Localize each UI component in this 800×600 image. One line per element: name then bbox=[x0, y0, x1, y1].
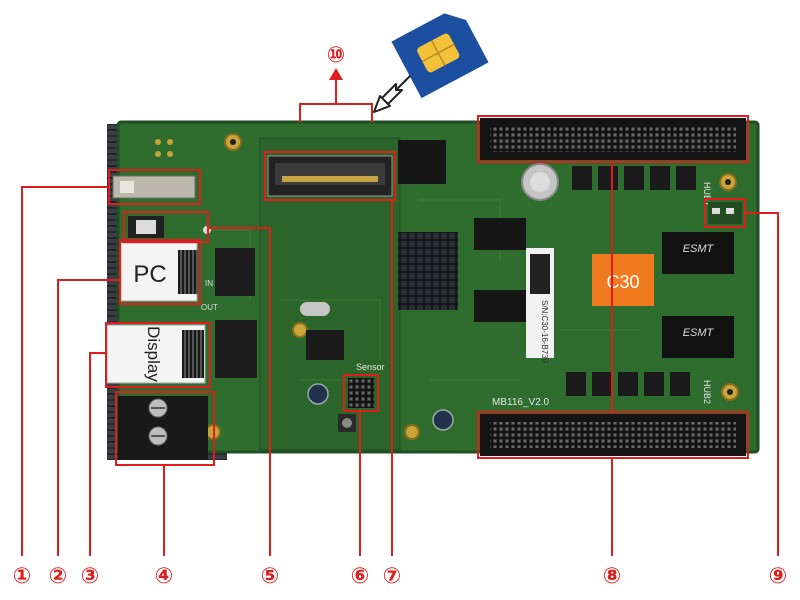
sensor-label: Sensor bbox=[356, 362, 385, 372]
resistor-row-top bbox=[572, 166, 696, 190]
pc-label: PC bbox=[133, 261, 166, 288]
callout-number-9: ⑨ bbox=[769, 564, 788, 589]
hub2-label: HUB2 bbox=[702, 380, 712, 404]
callout-leaders bbox=[21, 76, 779, 556]
transformer-out bbox=[215, 320, 257, 378]
crystal-1 bbox=[300, 302, 330, 316]
callout-number-4: ④ bbox=[155, 564, 174, 589]
model-label: MB116_V2.0 bbox=[492, 397, 550, 408]
callout-number-1: ① bbox=[13, 564, 32, 589]
callout-box-10 bbox=[264, 151, 396, 201]
pcb-traces bbox=[200, 199, 640, 420]
insert-arrow-icon bbox=[373, 75, 411, 113]
ram-chip-2 bbox=[662, 316, 734, 358]
pcb-board-shade bbox=[116, 120, 760, 454]
callout-number-5: ⑤ bbox=[261, 564, 280, 589]
display-label: Display bbox=[144, 326, 163, 382]
chip-flash-2 bbox=[474, 290, 526, 322]
ram2-label: ESMT bbox=[683, 327, 715, 339]
leader-2 bbox=[57, 279, 120, 556]
chip-label: C30 bbox=[606, 272, 639, 292]
chip-small-1 bbox=[306, 330, 344, 360]
in-label: IN bbox=[205, 279, 213, 288]
sensor-header bbox=[348, 378, 374, 408]
out-label: OUT bbox=[201, 303, 218, 312]
callout-number-2: ② bbox=[49, 564, 68, 589]
resistor-row-bottom bbox=[566, 372, 690, 396]
capacitor-1 bbox=[307, 383, 329, 405]
hub1-label: HUB1 bbox=[702, 182, 712, 206]
leader-9 bbox=[745, 212, 779, 556]
callout-number-3: ③ bbox=[81, 564, 100, 589]
callout-number-10: ⑩ bbox=[327, 43, 346, 68]
callout-box-2 bbox=[119, 239, 201, 305]
leader-3 bbox=[89, 352, 106, 556]
arrowhead-10 bbox=[329, 68, 343, 80]
callout-box-3 bbox=[105, 322, 211, 388]
callout-number-6: ⑥ bbox=[351, 564, 370, 589]
status-leds bbox=[708, 202, 742, 224]
capacitor-2 bbox=[432, 409, 454, 431]
callout-number-8: ⑧ bbox=[603, 564, 622, 589]
leader-5 bbox=[208, 227, 271, 556]
ram1-label: ESMT bbox=[683, 243, 715, 255]
callout-number-7: ⑦ bbox=[383, 564, 402, 589]
leader-1 bbox=[21, 186, 109, 556]
sim-card-icon bbox=[391, 13, 489, 99]
chip-flash bbox=[474, 218, 526, 250]
serial-label: S/N:C30-16-B739 bbox=[540, 300, 549, 364]
chip-small-2 bbox=[398, 140, 446, 184]
leader-10 bbox=[299, 103, 373, 122]
main-chip-c30 bbox=[592, 254, 654, 306]
transformer-in bbox=[215, 248, 255, 296]
heatsink bbox=[398, 232, 458, 310]
ram-chip-1 bbox=[662, 232, 734, 274]
top-left-pads bbox=[155, 139, 173, 157]
